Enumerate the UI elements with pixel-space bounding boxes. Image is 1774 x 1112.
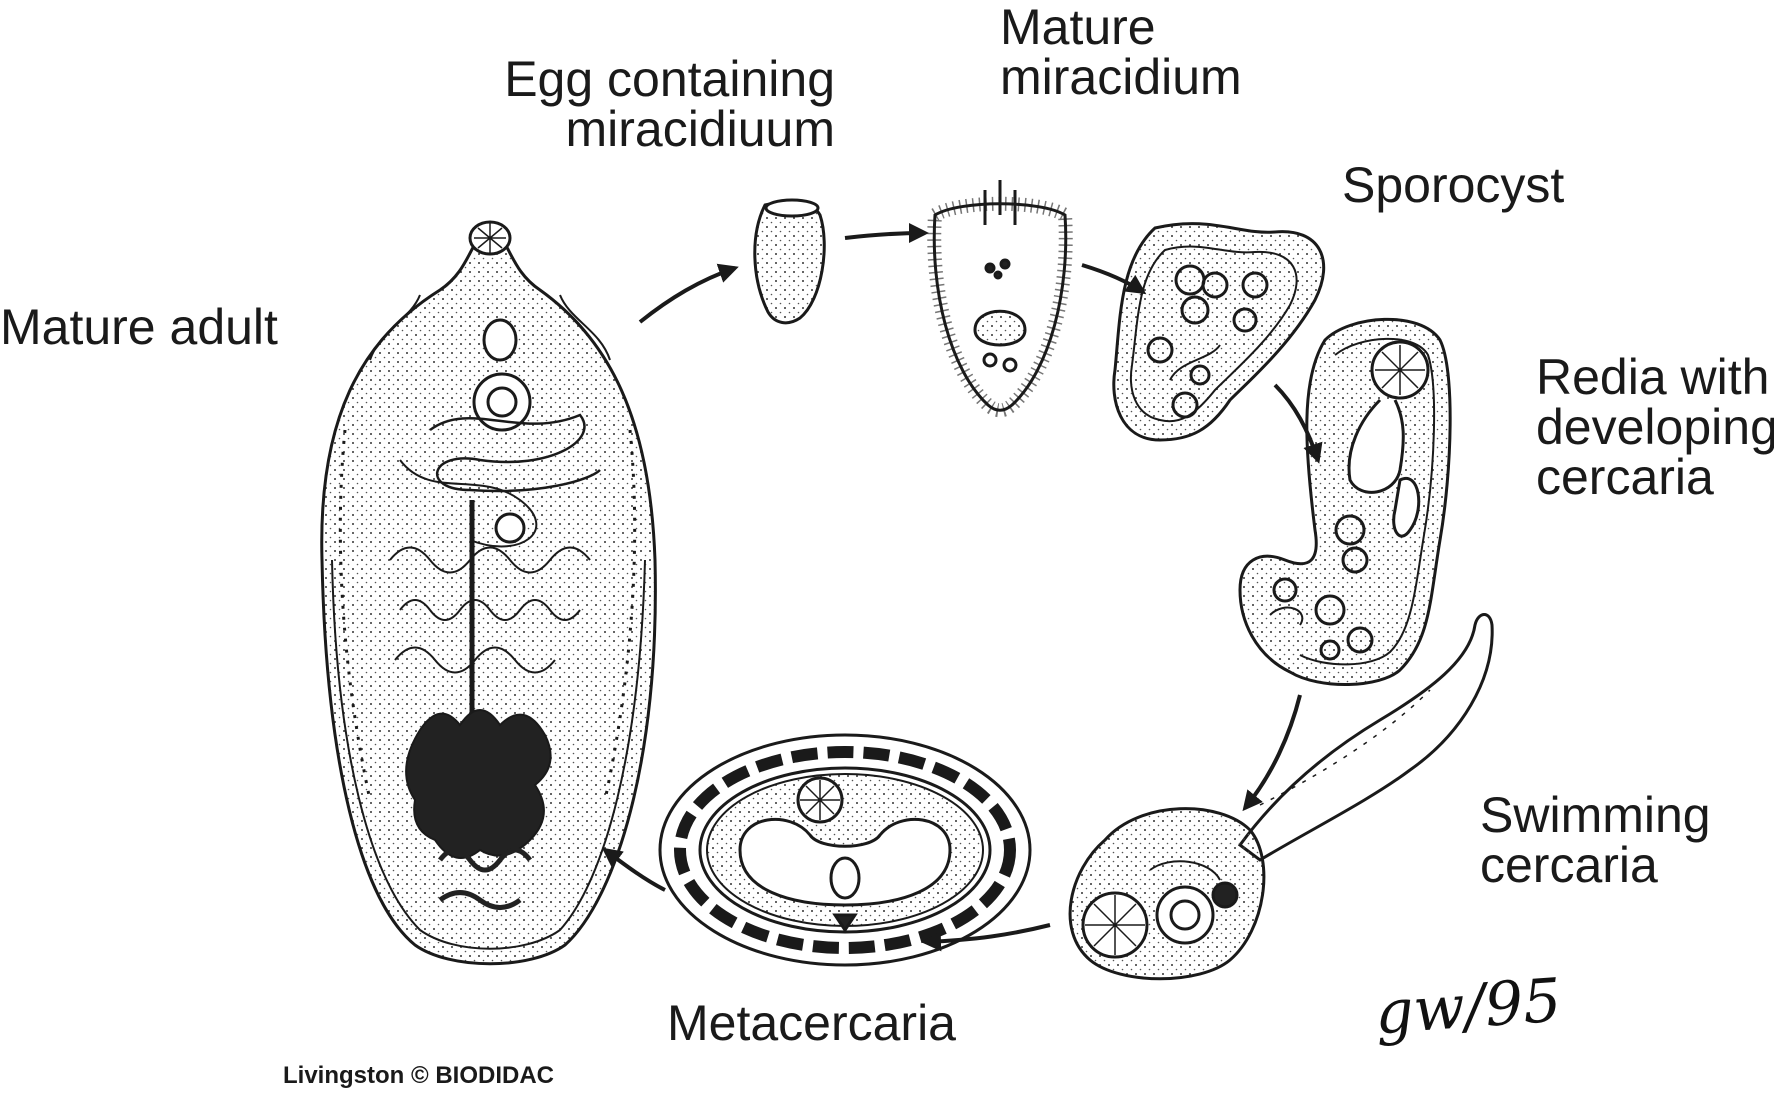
label-miracidium-line2: miracidium [1000,49,1242,105]
cycle-arrows [601,223,1323,952]
label-redia-line3: cercaria [1536,449,1714,505]
label-redia-line2: developing [1536,399,1774,455]
label-miracidium: Mature miracidium [1000,2,1242,102]
arrow-miracidium-to-sporocyst [1081,263,1147,295]
label-egg-line1: Egg containing [504,51,835,107]
arrow-metacercaria-to-adult [601,847,666,892]
egg-figure [753,198,826,325]
label-redia-line1: Redia with [1536,349,1770,405]
arrow-egg-to-miracidium [844,223,929,244]
credit-text: Livingston © BIODIDAC [283,1062,555,1089]
label-redia: Redia with developing cercaria [1536,352,1774,502]
arrow-sporocyst-to-redia [1273,383,1323,464]
label-egg: Egg containing miracidiuum [470,54,835,154]
metacercaria-figure [658,733,1032,967]
arrow-cercaria-to-metacercaria [921,923,1051,952]
label-sporocyst: Sporocyst [1342,157,1565,213]
mature-adult-figure [320,220,657,966]
label-mature-adult: Mature adult [0,299,278,355]
redia-figure [1238,317,1452,686]
cercaria-figure [1068,613,1494,981]
label-cercaria-line1: Swimming [1480,787,1711,843]
label-cercaria: Swimming cercaria [1480,790,1711,890]
sporocyst-figure [1112,222,1326,442]
signature: gw/95 [1372,965,1564,1049]
label-miracidium-line1: Mature [1000,0,1156,55]
arrow-redia-to-cercaria [1242,694,1302,812]
arrow-adult-to-egg [638,263,739,324]
label-metacercaria: Metacercaria [667,995,956,1051]
label-egg-line2: miracidiuum [565,101,835,157]
miracidium-figure [927,180,1073,418]
label-cercaria-line2: cercaria [1480,837,1658,893]
